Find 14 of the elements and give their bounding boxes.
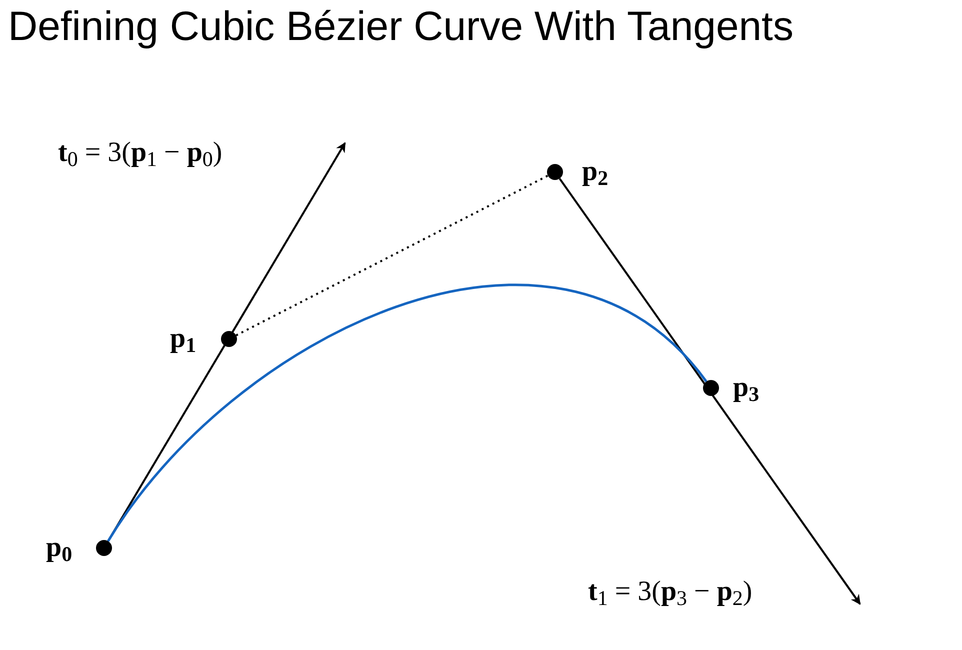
point-label: p$_{1}$ bbox=[170, 323, 196, 355]
control-point bbox=[703, 380, 719, 396]
bezier-curve bbox=[107, 284, 708, 542]
control-point bbox=[221, 331, 237, 347]
title: Defining Cubic Bézier Curve With Tangents bbox=[8, 2, 794, 51]
point-label: p$_{3}$ bbox=[733, 372, 760, 404]
dotted-line bbox=[236, 174, 548, 336]
tangent-formula: t$_{1}$ = 3(p$_{3}$ − p$_{2}$) bbox=[588, 575, 752, 609]
tangent-arrow bbox=[558, 178, 861, 605]
control-point bbox=[547, 164, 563, 180]
tangent-formula: t$_{0}$ = 3(p$_{1}$ − p$_{0}$) bbox=[58, 136, 222, 170]
point-label: p$_{2}$ bbox=[582, 156, 608, 188]
control-point bbox=[96, 540, 112, 556]
point-label: p$_{0}$ bbox=[46, 532, 72, 564]
